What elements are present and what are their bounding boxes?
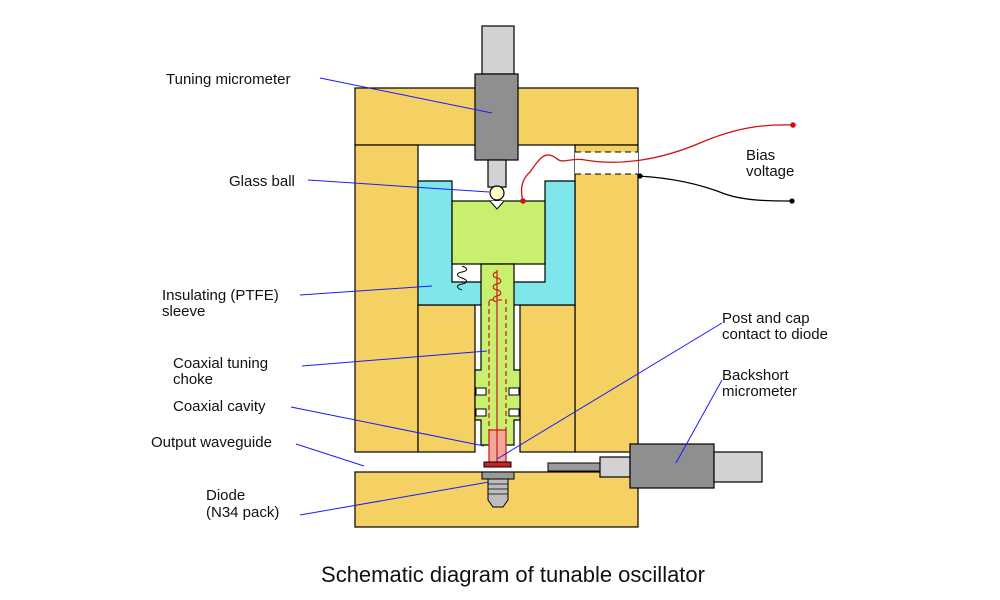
leader-glass-ball [307, 179, 490, 193]
label-bias-line2: voltage [746, 163, 794, 180]
diagram-caption: Schematic diagram of tunable oscillator [321, 562, 705, 587]
label-coaxial-cavity: Coaxial cavity [173, 398, 266, 415]
label-choke-line1: Coaxial tuning [173, 355, 268, 372]
label-insulating-line1: Insulating (PTFE) [162, 287, 279, 304]
diode [481, 471, 515, 508]
glass-ball [489, 185, 505, 201]
leader-tuning-micrometer [319, 77, 493, 114]
choke-slot-4 [508, 408, 520, 417]
ball-seat [489, 200, 505, 210]
choke-slot-1 [475, 387, 487, 396]
backshort-micrometer [547, 443, 763, 489]
leader-output-waveguide [295, 443, 365, 467]
backshort-barrel [713, 451, 763, 483]
post-coil [492, 271, 502, 303]
label-diode-line1: Diode [206, 487, 245, 504]
tuning-micrometer [474, 25, 519, 188]
choke-slot-2 [508, 387, 520, 396]
bias-contact-point [520, 198, 526, 204]
leader-insulating-sleeve [299, 285, 433, 296]
label-bias-line1: Bias [746, 147, 775, 164]
label-output-waveguide: Output waveguide [151, 434, 272, 451]
label-tuning-micrometer: Tuning micrometer [166, 71, 290, 88]
post-cap [483, 461, 512, 468]
bias-ground-point [637, 173, 643, 179]
bias-wire-positive [520, 124, 794, 202]
block-center-left [417, 304, 476, 453]
block-right-wall [574, 144, 639, 453]
leader-post-cap [496, 322, 723, 460]
bias-feedthrough-hole [575, 152, 638, 174]
leader-diode [299, 481, 490, 516]
leader-backshort [675, 379, 723, 464]
choke-head [451, 200, 546, 265]
centre-post [483, 270, 512, 468]
spring-coil [457, 265, 467, 291]
bias-terminal-ground [789, 198, 795, 204]
bias-wires [520, 122, 796, 204]
backshort-spindle [599, 456, 631, 478]
label-diode-line2: (N34 pack) [206, 504, 279, 521]
diode-body [487, 478, 509, 508]
tuning-micrometer-barrel [481, 25, 515, 75]
backshort-body [629, 443, 715, 489]
label-backshort-line1: Backshort [722, 367, 790, 384]
bias-wire-ground [637, 175, 793, 202]
tuning-micrometer-body [474, 73, 519, 161]
label-backshort-line2: micrometer [722, 383, 797, 400]
label-post-line1: Post and cap [722, 310, 810, 327]
leader-coaxial-choke [301, 350, 488, 367]
leader-lines [290, 77, 723, 516]
block-center-right [519, 304, 576, 453]
tuning-micrometer-spindle [487, 159, 507, 188]
leader-coaxial-cavity [290, 406, 485, 447]
label-choke-line2: choke [173, 371, 213, 388]
label-insulating-line2: sleeve [162, 303, 205, 320]
label-glass-ball: Glass ball [229, 173, 295, 190]
label-post-line2: contact to diode [722, 326, 828, 343]
block-left-wall [354, 144, 419, 453]
diode-cap [481, 471, 515, 480]
bias-terminal-positive [790, 122, 796, 128]
labels: Tuning micrometer Glass ball Insulating … [151, 71, 828, 521]
choke-slot-3 [475, 408, 487, 417]
